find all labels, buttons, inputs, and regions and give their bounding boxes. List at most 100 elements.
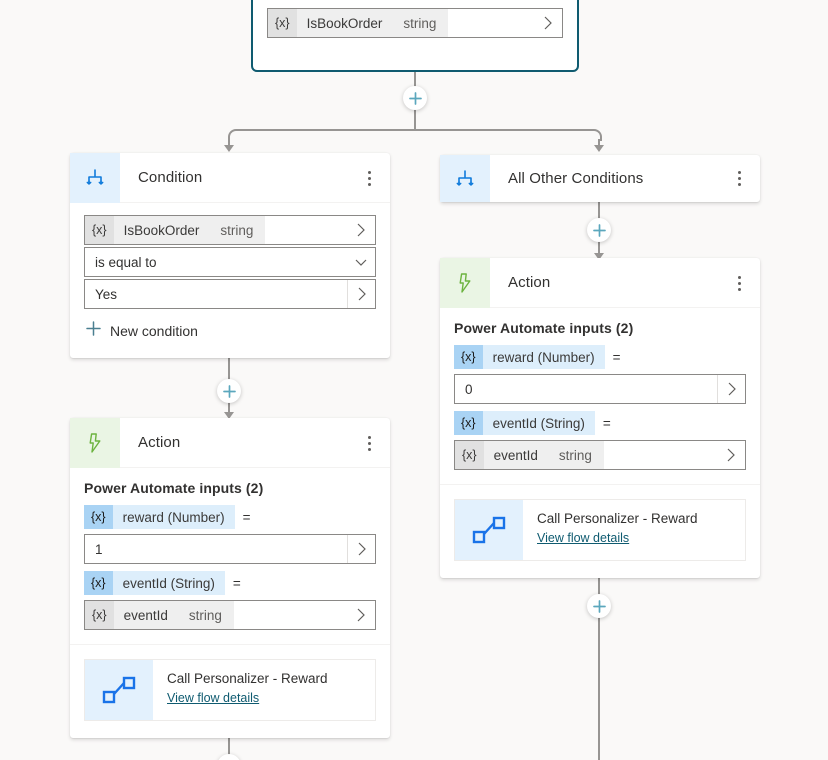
arrow-left-branch <box>224 145 234 152</box>
add-node-after-all-other-conditions[interactable] <box>587 218 611 242</box>
variable-name: IsBookOrder <box>306 15 383 31</box>
chevron-right-icon[interactable] <box>717 441 745 469</box>
save-response-card[interactable]: Save response as {x} IsBookOrder string <box>251 0 579 72</box>
condition-card-more-options-icon[interactable] <box>356 153 382 203</box>
left-action-more-options-icon[interactable] <box>356 418 382 468</box>
all-other-conditions-title: All Other Conditions <box>508 170 644 187</box>
left-action-view-flow-details-link[interactable]: View flow details <box>167 691 260 705</box>
all-other-conditions-more-options-icon[interactable] <box>726 155 752 202</box>
param-row-reward: {x} reward (Number) = <box>84 505 376 529</box>
variable-token-icon: {x} <box>85 216 114 244</box>
param-equals: = <box>242 509 251 525</box>
right-action-view-flow-details-link[interactable]: View flow details <box>537 531 630 545</box>
right-action-flow-name: Call Personalizer - Reward <box>537 511 698 526</box>
lightning-bolt-icon <box>70 417 120 468</box>
power-automate-flow-icon <box>85 660 153 720</box>
condition-card[interactable]: Condition {x} IsBookOrder string is equa… <box>70 152 390 358</box>
right-action-eventid-value-field[interactable]: {x} eventId string <box>454 440 746 470</box>
left-action-flow-name: Call Personalizer - Reward <box>167 671 328 686</box>
plus-icon <box>222 384 236 398</box>
param-chip-reward: {x} reward (Number) <box>84 505 235 529</box>
eventid-variable-name: eventId <box>493 447 538 463</box>
all-other-conditions-card[interactable]: All Other Conditions <box>440 155 760 202</box>
right-action-card-title: Action <box>508 274 551 291</box>
chevron-right-icon[interactable] <box>347 216 375 244</box>
arrow-right-branch <box>594 145 604 152</box>
field-spacer <box>448 9 534 37</box>
section-divider <box>70 644 390 645</box>
right-action-card[interactable]: Action Power Automate inputs (2) {x} rew… <box>440 257 760 578</box>
save-response-variable-field[interactable]: {x} IsBookOrder string <box>267 8 563 38</box>
right-action-inputs-title: Power Automate inputs (2) <box>454 320 634 336</box>
plus-icon <box>408 91 422 105</box>
param-token-icon: {x} <box>454 411 483 435</box>
connector-elbow-left <box>228 129 240 141</box>
chevron-right-icon[interactable] <box>347 601 375 629</box>
param-name: eventId (String) <box>112 571 225 595</box>
new-condition-button[interactable]: New condition <box>84 321 376 341</box>
condition-operator-field[interactable]: is equal to <box>84 247 376 277</box>
section-divider <box>440 484 760 485</box>
condition-card-title: Condition <box>138 169 203 186</box>
left-action-reward-value: 1 <box>95 541 103 557</box>
add-node-after-save-response[interactable] <box>403 86 427 110</box>
left-action-card-body: Power Automate inputs (2) {x} reward (Nu… <box>70 468 390 737</box>
left-action-flow-card[interactable]: Call Personalizer - Reward View flow det… <box>84 659 376 721</box>
add-node-after-left-action[interactable] <box>217 754 241 760</box>
param-row-reward: {x} reward (Number) = <box>454 345 746 369</box>
variable-token-icon: {x} <box>455 441 484 469</box>
condition-value: Yes <box>95 286 118 302</box>
connector-after-right-action <box>598 578 600 760</box>
left-action-reward-value-field[interactable]: 1 <box>84 534 376 564</box>
param-chip-eventid: {x} eventId (String) <box>84 571 225 595</box>
param-token-icon: {x} <box>84 571 113 595</box>
right-action-flow-card[interactable]: Call Personalizer - Reward View flow det… <box>454 499 746 561</box>
param-token-icon: {x} <box>84 505 113 529</box>
plus-icon <box>592 599 606 613</box>
new-condition-label: New condition <box>110 323 198 339</box>
right-action-card-body: Power Automate inputs (2) {x} reward (Nu… <box>440 308 760 577</box>
variable-token-icon: {x} <box>85 601 114 629</box>
left-action-eventid-value-field[interactable]: {x} eventId string <box>84 600 376 630</box>
chevron-down-icon[interactable] <box>347 248 375 276</box>
variable-type: string <box>403 15 437 31</box>
condition-branch-icon <box>440 155 490 202</box>
eventid-variable-type: string <box>188 607 222 623</box>
left-action-inputs-title: Power Automate inputs (2) <box>84 480 264 496</box>
right-action-card-header: Action <box>440 257 760 308</box>
param-name: reward (Number) <box>112 505 235 529</box>
power-automate-flow-icon <box>455 500 523 560</box>
plus-icon <box>86 321 101 341</box>
connector-split-bar <box>238 129 592 131</box>
condition-value-field[interactable]: Yes <box>84 279 376 309</box>
connector-after-left-action <box>228 738 230 760</box>
condition-card-body: {x} IsBookOrder string is equal to Yes <box>70 203 390 357</box>
connector-down-left-branch <box>228 139 230 147</box>
param-equals: = <box>612 349 621 365</box>
param-row-eventid: {x} eventId (String) = <box>454 411 746 435</box>
condition-operator-value: is equal to <box>95 254 157 270</box>
all-other-conditions-header: All Other Conditions <box>440 155 760 202</box>
right-action-more-options-icon[interactable] <box>726 258 752 308</box>
chevron-right-icon[interactable] <box>717 375 745 403</box>
chevron-right-icon[interactable] <box>347 535 375 563</box>
add-node-after-condition[interactable] <box>217 379 241 403</box>
param-equals: = <box>232 575 241 591</box>
condition-branch-icon <box>70 152 120 203</box>
arrow-to-left-action <box>224 412 234 419</box>
eventid-variable-name: eventId <box>123 607 168 623</box>
param-chip-reward: {x} reward (Number) <box>454 345 605 369</box>
chevron-right-icon[interactable] <box>347 280 375 308</box>
left-action-card-header: Action <box>70 417 390 468</box>
add-node-after-right-action[interactable] <box>587 594 611 618</box>
connector-down-right-branch <box>598 139 600 147</box>
condition-variable-name: IsBookOrder <box>123 222 200 238</box>
arrow-to-right-action <box>594 253 604 260</box>
right-action-reward-value-field[interactable]: 0 <box>454 374 746 404</box>
eventid-variable-type: string <box>558 447 592 463</box>
condition-variable-field[interactable]: {x} IsBookOrder string <box>84 215 376 245</box>
left-action-card[interactable]: Action Power Automate inputs (2) {x} rew… <box>70 417 390 738</box>
chevron-right-icon[interactable] <box>534 9 562 37</box>
condition-card-header: Condition <box>70 152 390 203</box>
